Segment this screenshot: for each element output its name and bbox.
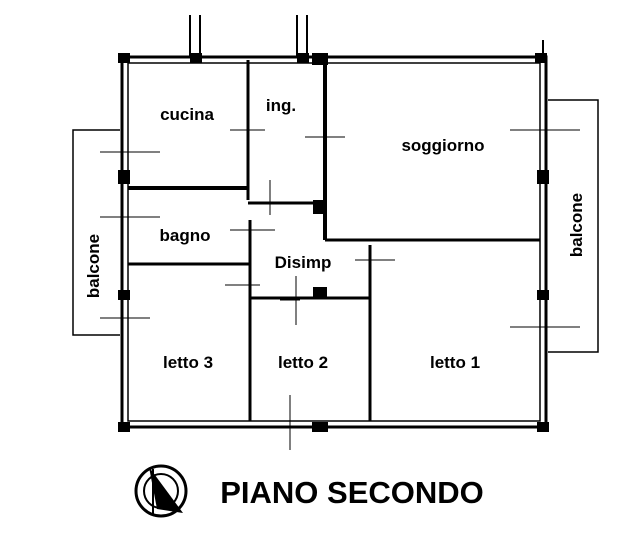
room-label-bedroom2: letto 2 [278, 353, 328, 372]
balcony-left [72, 129, 120, 336]
walls [100, 15, 580, 450]
room-label-bathroom: bagno [160, 226, 211, 245]
room-label-balcony-right: balcone [567, 193, 586, 257]
room-label-living: soggiorno [401, 136, 484, 155]
plan-title: PIANO SECONDO [220, 475, 484, 510]
room-label-bedroom3: letto 3 [163, 353, 213, 372]
room-label-balcony-left: balcone [84, 234, 103, 298]
room-label-bedroom1: letto 1 [430, 353, 480, 372]
room-label-hallway: Disimp [275, 253, 332, 272]
balcony-right [548, 99, 599, 353]
room-label-entrance: ing. [266, 96, 296, 115]
north-arrow-icon [134, 464, 188, 518]
room-label-kitchen: cucina [160, 105, 214, 124]
